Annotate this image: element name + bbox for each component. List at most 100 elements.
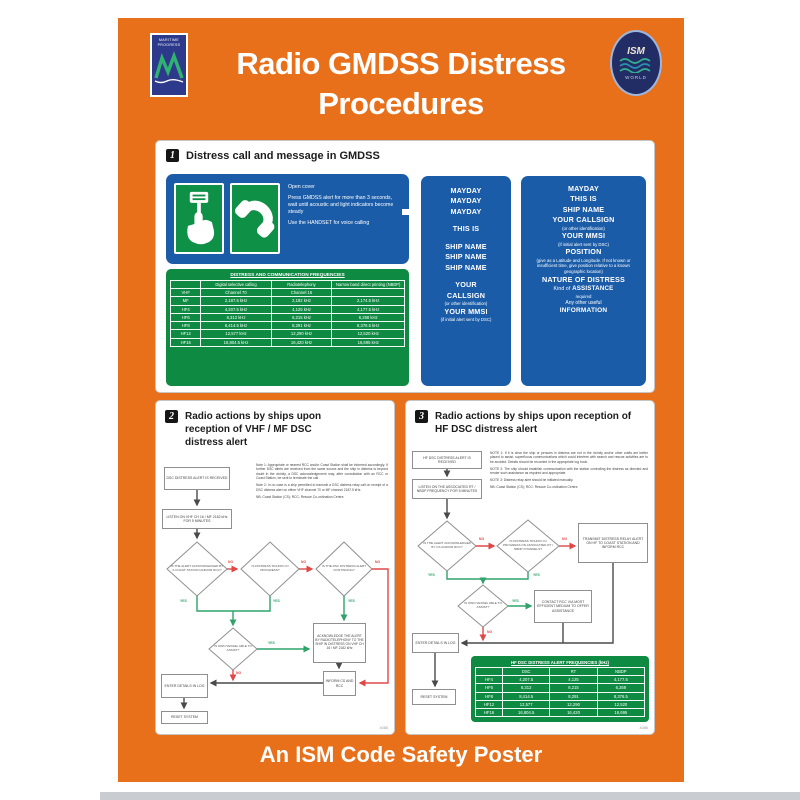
product-code: 4086 [639, 726, 648, 730]
no-label: NO [562, 537, 568, 541]
table-header-row: Digital selective calling Radiotelephony… [169, 279, 405, 290]
mountain-m-icon [154, 51, 184, 84]
ship-name-line: SHIP NAME [562, 204, 605, 214]
logo-text-maritime: MARITIME [159, 38, 179, 42]
yes-label: YES [273, 599, 280, 603]
flow-decision-acknowledged: IS THE ALERT ACKNOWLEDGED BY CS AND/OR R… [423, 541, 471, 549]
note-2: NOTE 2: The ship should establish commun… [490, 466, 648, 476]
section-3-number-icon: 3 [415, 410, 428, 423]
gmdss-instruction-box: Open cover Press GMDSS alert for more th… [166, 174, 409, 264]
your-mmsi-line: YOUR MMSI [561, 231, 606, 241]
ship-name-line: SHIP NAME [445, 262, 487, 272]
nb-note: NB: Coast Station (CS); RCC: Rescue Co-o… [256, 494, 345, 499]
flow-listen-box: LISTEN ON THE ASSOCIATED RT / NBDP FREQU… [412, 479, 482, 499]
section-2-panel: 2 Radio actions by ships upon reception … [155, 400, 395, 735]
yes-label: YES [348, 599, 355, 603]
mayday-line: MAYDAY [450, 206, 482, 216]
flow-acknowledge-box: ACKNOWLEDGE THE ALERT BY RADIOTELEPHONY … [313, 623, 366, 663]
flow-inform-box: INFORM CS AND RCC [323, 671, 356, 696]
instruction-text: Open cover Press GMDSS alert for more th… [288, 184, 402, 231]
section-1-panel: 1 Distress call and message in GMDSS [155, 140, 655, 393]
mayday-line: MAYDAY [450, 196, 482, 206]
mayday-message-panel: MAYDAY THIS IS SHIP NAME YOUR CALLSIGN (… [521, 176, 646, 386]
note-2: Note 2: In no case is a ship permitted t… [256, 483, 388, 492]
note-1: Note 1: Appropriate or nearest RCC and/o… [256, 463, 388, 481]
flow-reset-box: RESET SYSTEM [412, 689, 456, 705]
no-label: NO [487, 630, 493, 634]
poster-title: Radio GMDSS Distress Procedures [118, 44, 684, 123]
flow-received-box: HF DSC DISTRESS ALERT IS RECEIVED [412, 451, 482, 469]
title-line-1: Radio GMDSS Distress [236, 46, 566, 81]
table-header-row: DSC RT NBDP [474, 666, 646, 677]
photo-edge-shadow [100, 792, 800, 800]
this-is-line: THIS IS [452, 224, 480, 234]
no-label: NO [236, 671, 242, 675]
yes-label: YES [533, 573, 540, 577]
no-label: NO [228, 560, 234, 564]
title-line-2: Procedures [318, 85, 484, 121]
mmsi-note: (if initial alert sent by DSC) [558, 241, 609, 247]
position-line: POSITION [565, 247, 602, 257]
hf-table-title: HF DSC DISTRESS ALERT FREQUENCIES (kHz) [511, 660, 609, 665]
flow-decision-assist: IS OWN VESSEL ABLE TO ASSIST? [214, 644, 252, 652]
section-1-heading: Distress call and message in GMDSS [186, 150, 380, 162]
poster-footer: An ISM Code Safety Poster [259, 742, 543, 767]
no-label: NO [301, 560, 307, 564]
flow-relay-box: TRANSMIT DISTRESS RELAY ALERT ON HF TO C… [578, 523, 648, 563]
telephone-handset-icon [230, 183, 280, 254]
yes-label: YES [180, 599, 187, 603]
no-label: NO [479, 537, 485, 541]
ism-logo-subtext: WORLD [625, 75, 647, 80]
mmsi-note: (if initial alert sent by DSC) [440, 316, 492, 322]
callsign-note: (or other identification) [562, 225, 605, 231]
flow-decision-traffic: IS DISTRESS TRAFFIC IN PROGRESS ON ASSOC… [502, 539, 554, 551]
no-label: NO [375, 560, 381, 564]
instruction-press-alert: Press GMDSS alert for more than 3 second… [288, 195, 394, 216]
mayday-call-panel: MAYDAY MAYDAY MAYDAY THIS IS SHIP NAME S… [421, 176, 511, 386]
section-3-heading: Radio actions by ships upon reception of… [435, 411, 632, 435]
section-2-flowchart-connectors [166, 490, 389, 710]
press-alert-button-icon [174, 183, 224, 254]
flow-log-box: ENTER DETAILS IN LOG [161, 674, 208, 698]
this-is-line: THIS IS [570, 194, 597, 204]
section-2-number-icon: 2 [165, 410, 178, 423]
section-3-panel: 3 Radio actions by ships upon reception … [405, 400, 655, 735]
other-info-line: Any other useful [565, 299, 602, 306]
hf-frequency-table: HF DSC DISTRESS ALERT FREQUENCIES (kHz) … [471, 656, 649, 722]
assistance-required-line: required [575, 293, 592, 299]
product-code: 4085 [379, 726, 388, 730]
nature-of-distress-line: NATURE OF DISTRESS [542, 274, 625, 284]
callsign-note: (or other identification) [444, 300, 488, 306]
section-3-flowchart-connectors [417, 469, 614, 688]
section-2-heading: Radio actions by ships upon reception of… [185, 411, 322, 448]
flow-decision-acknowledged: IS THE ALERT ACKNOWLEDGED BY A COAST STA… [170, 564, 224, 572]
ship-name-line: SHIP NAME [445, 241, 487, 251]
flow-contact-box: CONTACT RCC VIA MOST EFFICIENT MEDIUM TO… [534, 590, 592, 623]
flow-received-box: DSC DISTRESS ALERT IS RECEIVED [164, 467, 230, 490]
mayday-line: MAYDAY [567, 184, 600, 193]
flow-reset-box: RESET SYSTEM [161, 711, 208, 724]
flow-decision-traffic: IS DISTRESS TRAFFIC IN PROGRESS? [251, 564, 289, 572]
section-1-number-icon: 1 [166, 149, 179, 162]
flow-log-box: ENTER DETAILS IN LOG [412, 633, 459, 653]
ism-logo-text: ISM [627, 46, 645, 57]
poster-background: MARITIME PROGRESS Radio GMDSS Distress P… [118, 18, 684, 782]
instruction-use-handset: Use the HANDSET for voice calling [288, 220, 370, 227]
your-callsign-line: YOUR [455, 280, 477, 290]
information-line: INFORMATION [559, 307, 608, 315]
logo-text-progress: PROGRESS [157, 43, 181, 48]
right-arrow-icon [402, 203, 424, 221]
ship-name-line: SHIP NAME [445, 252, 487, 262]
note-3: NOTE 3: Distress relay alert should be i… [490, 478, 574, 483]
frequency-table-title: DISTRESS AND COMMUNICATION FREQUENCIES [230, 273, 345, 278]
your-mmsi-line: YOUR MMSI [444, 306, 488, 316]
